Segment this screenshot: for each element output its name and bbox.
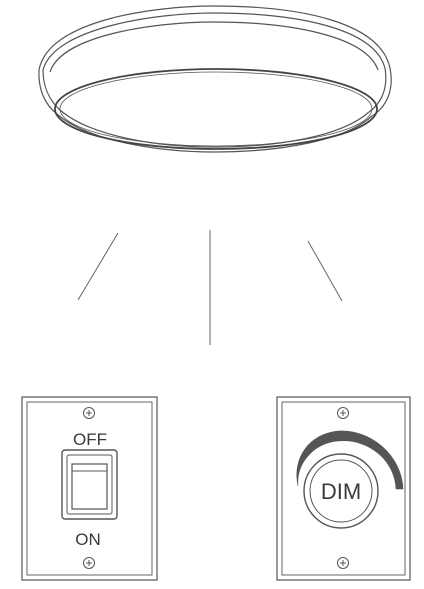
connector-line-left	[77, 232, 119, 301]
screw-icon	[337, 557, 349, 569]
screw-icon	[83, 407, 95, 419]
connector-lines	[77, 230, 343, 345]
ceiling-light-icon	[38, 5, 392, 153]
dimmer-range-arc	[296, 430, 404, 490]
screw-icon	[337, 407, 349, 419]
dimmer-plate: DIM	[276, 396, 411, 581]
switch-on-label: ON	[75, 530, 101, 549]
dimmer-plate-inner	[281, 401, 406, 576]
connector-line-right	[307, 240, 343, 302]
switch-plate: OFF ON	[21, 396, 158, 581]
dimmer-knob-icon[interactable]: DIM	[303, 453, 379, 529]
switch-off-label: OFF	[73, 430, 107, 449]
screw-icon	[83, 557, 95, 569]
switch-plate-inner	[26, 401, 153, 576]
dimmer-knob-label: DIM	[321, 479, 361, 504]
toggle-switch-icon[interactable]	[61, 449, 118, 520]
